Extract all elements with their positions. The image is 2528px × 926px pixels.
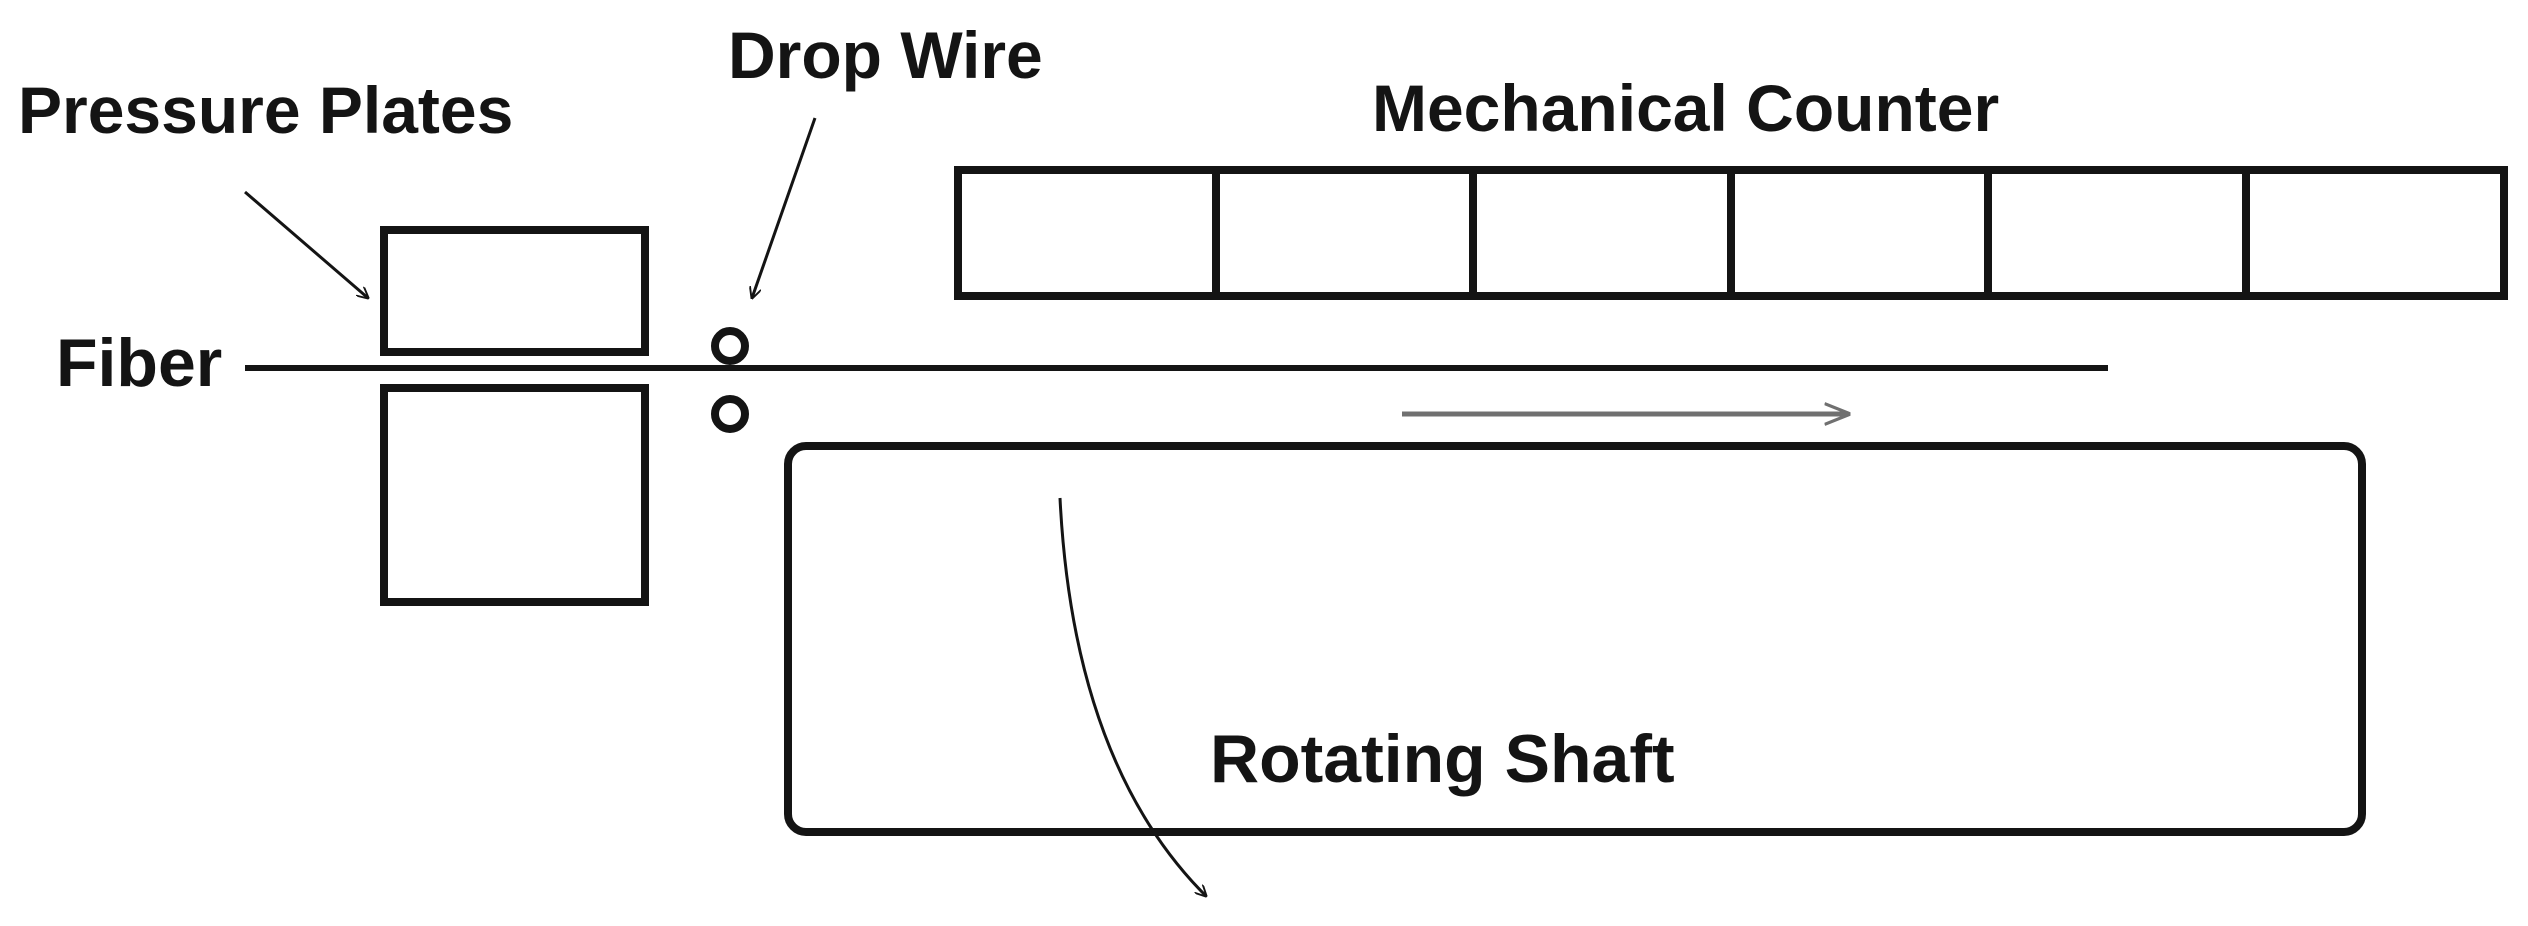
mechanical-counter bbox=[954, 166, 2508, 300]
fiber-label: Fiber bbox=[56, 325, 222, 401]
pressure-plate-bottom bbox=[380, 384, 649, 606]
rotating-shaft bbox=[784, 442, 2366, 836]
drop-wire-pointer-arrow bbox=[752, 117, 817, 298]
pressure-plates-pointer-arrow bbox=[244, 190, 368, 298]
drop-wire-roller-bottom bbox=[711, 395, 749, 433]
drop-wire-label: Drop Wire bbox=[728, 18, 1043, 92]
rotating-shaft-label: Rotating Shaft bbox=[1210, 721, 1675, 797]
pressure-plate-top bbox=[380, 226, 649, 356]
mechanical-counter-label: Mechanical Counter bbox=[1372, 71, 1999, 145]
pressure-plates-label: Pressure Plates bbox=[18, 73, 513, 147]
drop-wire-roller-top bbox=[711, 327, 749, 365]
shaft-rotation-arrow bbox=[1058, 497, 1206, 896]
